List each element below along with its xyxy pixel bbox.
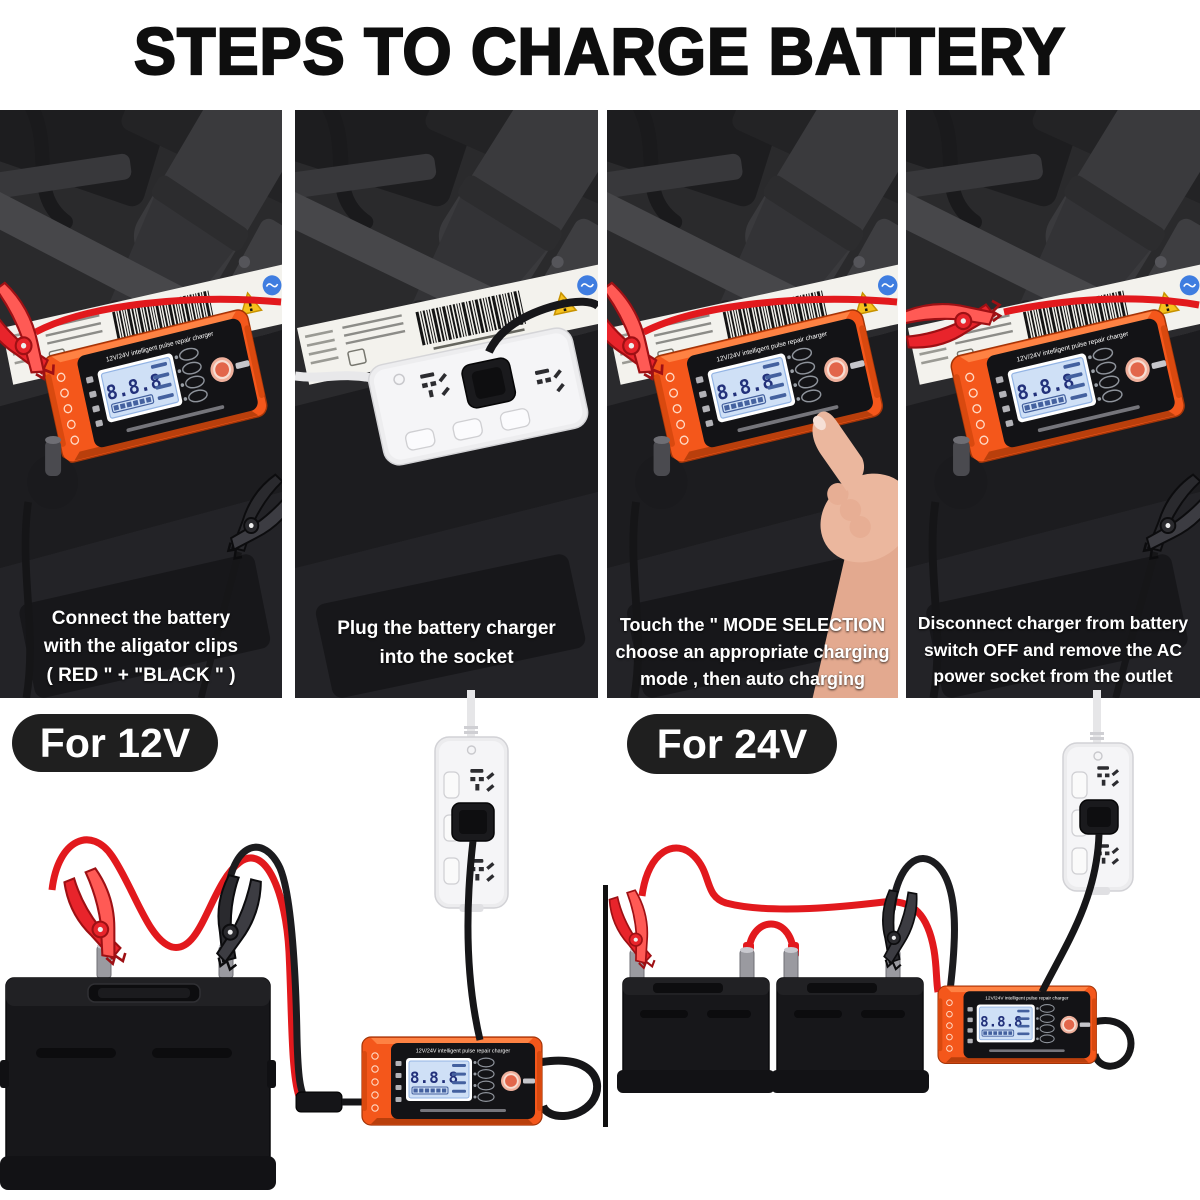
lcd-screen <box>1011 357 1093 419</box>
red-alligator-clip <box>0 281 55 381</box>
brand-logo-icon <box>1093 751 1103 761</box>
black-cable-24v <box>888 855 958 993</box>
terminal-knob <box>21 436 79 698</box>
step-photo-1: 12V/24V intelligent pulse repair charger… <box>0 110 282 698</box>
battery-24v <box>617 977 775 1093</box>
battery-charger: 12V/24V intelligent pulse repair charger… <box>937 985 1097 1064</box>
outlet-socket <box>470 769 495 792</box>
battery-charger: 12V/24V intelligent pulse repair charger… <box>651 309 884 463</box>
charger-label-text: 12V/24V intelligent pulse repair charger <box>985 996 1069 1002</box>
red-cable-12v <box>48 836 303 1098</box>
cable-connector <box>295 1091 343 1113</box>
step-photo-3: 12V/24V intelligent pulse repair charger… <box>607 110 898 698</box>
step-photo-4: 12V/24V intelligent pulse repair charger… <box>906 110 1200 698</box>
ac-cable-12v <box>464 840 484 1041</box>
for-24v-label: For 24V <box>656 720 808 767</box>
step-photo-2: Plug the battery charger into the socket <box>295 110 598 698</box>
power-strip <box>1062 742 1134 895</box>
lcd-screen <box>100 357 179 419</box>
step-caption-2: Plug the battery charger into the socket <box>337 618 556 668</box>
ac-cable-24v <box>1038 833 1103 994</box>
red-cable <box>642 295 898 336</box>
step-3-illustration: 12V/24V intelligent pulse repair charger… <box>607 110 898 698</box>
battery-12v <box>0 943 276 1190</box>
step-caption-3: Touch the " MODE SELECTION choose an app… <box>615 615 890 689</box>
output-cable-loop <box>1091 1017 1135 1070</box>
lcd-screen <box>978 1006 1033 1041</box>
lcd-value: 8.8.8 <box>410 1068 458 1087</box>
pointing-hand <box>812 411 898 698</box>
battery-charger: 12V/24V intelligent pulse repair charger… <box>42 309 268 463</box>
support-beam <box>0 174 190 320</box>
terminal-knob <box>928 436 988 698</box>
support-beam <box>906 174 1104 320</box>
fingernail <box>812 415 826 431</box>
output-cable-loop <box>539 1056 602 1121</box>
battery-label <box>297 264 598 385</box>
battery-24v <box>771 977 929 1093</box>
step-caption-1: Connect the battery with the aligator cl… <box>43 607 239 686</box>
white-cord <box>295 371 373 383</box>
step-1-illustration: 12V/24V intelligent pulse repair charger… <box>0 110 282 698</box>
support-beam <box>607 174 803 320</box>
black-alligator-clip <box>882 889 918 971</box>
support-beam <box>295 174 499 320</box>
for-12v-badge: For 12V <box>12 714 218 772</box>
red-alligator-clip <box>63 867 127 967</box>
brand-logo-icon <box>466 745 477 755</box>
charger-label-text: 12V/24V intelligent pulse repair charger <box>416 1049 511 1055</box>
for-12v-label: For 12V <box>39 719 191 766</box>
power-strip <box>434 736 509 912</box>
black-alligator-clip <box>215 874 262 972</box>
lcd-value: 8.8.8 <box>980 1014 1022 1030</box>
red-alligator-clip <box>607 281 664 381</box>
red-alligator-clip <box>608 889 656 970</box>
wiring-diagrams: 12V/24V intelligent pulse repair charger… <box>0 690 1135 1190</box>
step-caption-4: Disconnect charger from battery switch O… <box>917 613 1189 686</box>
lcd-screen <box>408 1060 470 1099</box>
index-finger <box>812 411 865 491</box>
black-cord <box>485 297 598 354</box>
step-2-illustration <box>295 110 598 698</box>
lcd-screen <box>711 357 792 419</box>
page-title: STEPS TO CHARGE BATTERY <box>133 14 1066 90</box>
power-strip <box>367 327 589 466</box>
red-cable <box>34 295 282 336</box>
outlet-socket <box>1097 766 1120 787</box>
black-alligator-clip <box>226 473 282 560</box>
step-4-illustration: 12V/24V intelligent pulse repair charger… <box>906 110 1200 698</box>
series-jumper-cable <box>745 920 797 949</box>
terminal-knob <box>629 436 688 698</box>
section-divider <box>603 885 608 1127</box>
battery-charger: 12V/24V intelligent pulse repair charger… <box>361 1036 543 1126</box>
red-cable-24v <box>638 844 942 993</box>
for-24v-badge: For 24V <box>627 714 837 774</box>
red-alligator-clip <box>906 299 1003 349</box>
black-cable-12v <box>224 843 309 1103</box>
red-cable <box>1003 295 1200 316</box>
